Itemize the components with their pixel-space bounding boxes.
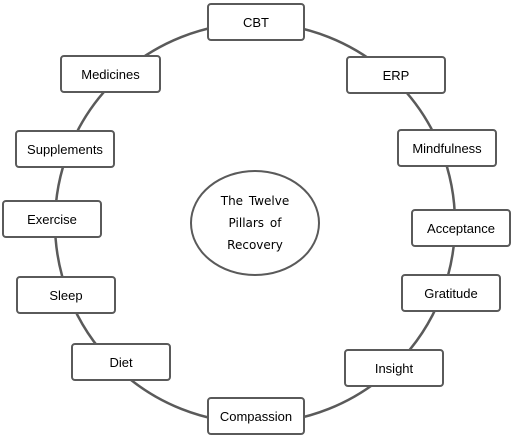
pillar-gratitude: Gratitude (401, 274, 501, 312)
pillar-medicines: Medicines (60, 55, 161, 93)
pillar-acceptance: Acceptance (411, 209, 511, 247)
pillar-diet: Diet (71, 343, 171, 381)
pillar-insight: Insight (344, 349, 444, 387)
pillar-supplements: Supplements (15, 130, 115, 168)
pillar-mindfulness: Mindfulness (397, 129, 497, 167)
pillar-exercise: Exercise (2, 200, 102, 238)
pillar-sleep: Sleep (16, 276, 116, 314)
center-title: The Twelve Pillars of Recovery (220, 194, 290, 252)
center-ellipse: The Twelve Pillars of Recovery (190, 170, 320, 276)
pillar-erp: ERP (346, 56, 446, 94)
pillar-cbt: CBT (207, 3, 305, 41)
pillar-compassion: Compassion (207, 397, 305, 435)
